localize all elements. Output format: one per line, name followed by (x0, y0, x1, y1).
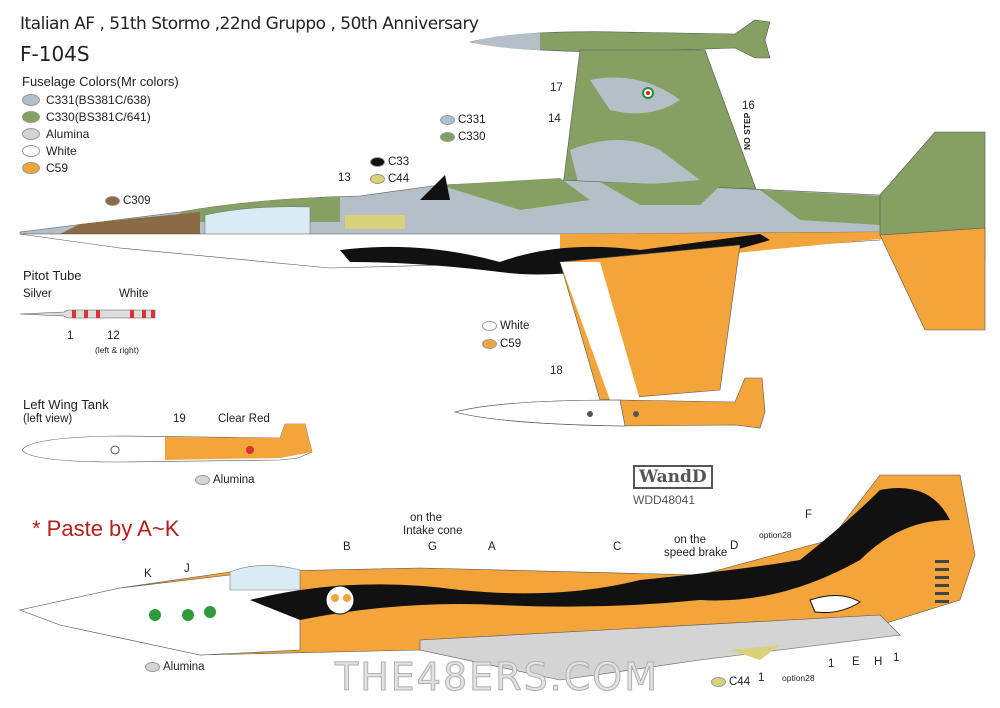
intake-note-line2: Intake cone (403, 525, 463, 537)
pitot-silver-label: Silver (23, 288, 52, 300)
callout-1: 1 (893, 652, 900, 664)
pitot-heading: Pitot Tube (23, 268, 82, 283)
callout-1: 1 (828, 658, 835, 670)
swatch-icon (22, 144, 40, 157)
pitot-tube-drawing (19, 309, 156, 319)
callout-h: H (874, 656, 883, 668)
callout-c44: C44 (370, 173, 409, 185)
callout-option28-bottom: option28 (782, 673, 815, 683)
watermark: THE48ERS.COM (335, 655, 659, 700)
legend-item: C330(BS381C/641) (22, 108, 179, 125)
tank-alumina: Alumina (195, 474, 255, 486)
pitot-white-label: White (119, 288, 149, 300)
legend-item: Alumina (22, 125, 179, 142)
callout-white: White (482, 320, 529, 332)
legend-label: C330(BS381C/641) (46, 109, 151, 124)
top-tail-lower (879, 227, 986, 331)
pitot-note: (left & right) (95, 345, 139, 355)
swatch-icon (22, 93, 40, 106)
callout-c: C (613, 541, 622, 553)
callout-g: G (428, 541, 437, 553)
sheet-title: Italian AF , 51th Stormo ,22nd Gruppo , … (20, 14, 479, 34)
pitot-callout-12: 12 (107, 330, 120, 342)
swatch-icon (22, 161, 40, 174)
callout-c309: C309 (105, 195, 151, 207)
callout-1: 1 (758, 672, 765, 684)
callout-d: D (730, 540, 739, 552)
callout-16: 16 (742, 100, 755, 112)
aircraft-model: F-104S (20, 42, 90, 66)
callout-b: B (343, 541, 351, 553)
legend-label: C59 (46, 160, 69, 175)
paste-note: * Paste by A~K (32, 516, 180, 541)
tank-heading: Left Wing Tank (23, 397, 109, 412)
callout-e: E (852, 656, 860, 668)
product-code: WDD48041 (633, 493, 696, 507)
callout-c59: C59 (482, 338, 521, 350)
swatch-icon (22, 127, 40, 140)
tank-clear-red: Clear Red (218, 413, 270, 425)
top-tail-fin (879, 131, 986, 261)
callout-f: F (805, 509, 813, 521)
callout-c44: C44 (711, 676, 750, 688)
tank-subheading: (left view) (23, 413, 73, 425)
callout-13: 13 (338, 172, 351, 184)
bottom-aircraft (18, 474, 976, 681)
legend-heading: Fuselage Colors(Mr colors) (22, 74, 179, 89)
legend-item: White (22, 142, 179, 159)
callout-c331: C331 (440, 114, 486, 126)
speed-brake-note-line2: speed brake (664, 547, 728, 559)
callout-17: 17 (550, 82, 563, 94)
legend-label: White (46, 143, 77, 158)
intake-note-line1: on the (410, 512, 442, 524)
upper-tip-tank (469, 19, 771, 59)
pitot-callout-1: 1 (67, 330, 74, 342)
callout-c330: C330 (440, 131, 486, 143)
callout-option28-top: option28 (759, 530, 792, 540)
callout-alumina: Alumina (145, 661, 205, 673)
callout-c33: C33 (370, 156, 409, 168)
callout-18: 18 (550, 365, 563, 377)
swatch-icon (22, 110, 40, 123)
legend-item: C59 (22, 159, 179, 176)
callout-14: 14 (548, 113, 561, 125)
wing-tank-drawing (21, 423, 313, 463)
tank-callout-19: 19 (173, 413, 186, 425)
callout-a: A (488, 541, 496, 553)
lower-tip-tank (453, 377, 766, 429)
legend-item: C331(BS381C/638) (22, 91, 179, 108)
callout-j: J (184, 563, 190, 575)
callout-k: K (144, 568, 152, 580)
speed-brake-note-line1: on the (674, 534, 706, 546)
legend-label: C331(BS381C/638) (46, 92, 151, 107)
top-fuselage (19, 175, 901, 275)
no-step-stencil: NO STEP (742, 112, 752, 150)
brand-logo: WandD (633, 465, 713, 489)
legend-label: Alumina (46, 126, 90, 141)
color-legend: Fuselage Colors(Mr colors) C331(BS381C/6… (22, 74, 179, 176)
